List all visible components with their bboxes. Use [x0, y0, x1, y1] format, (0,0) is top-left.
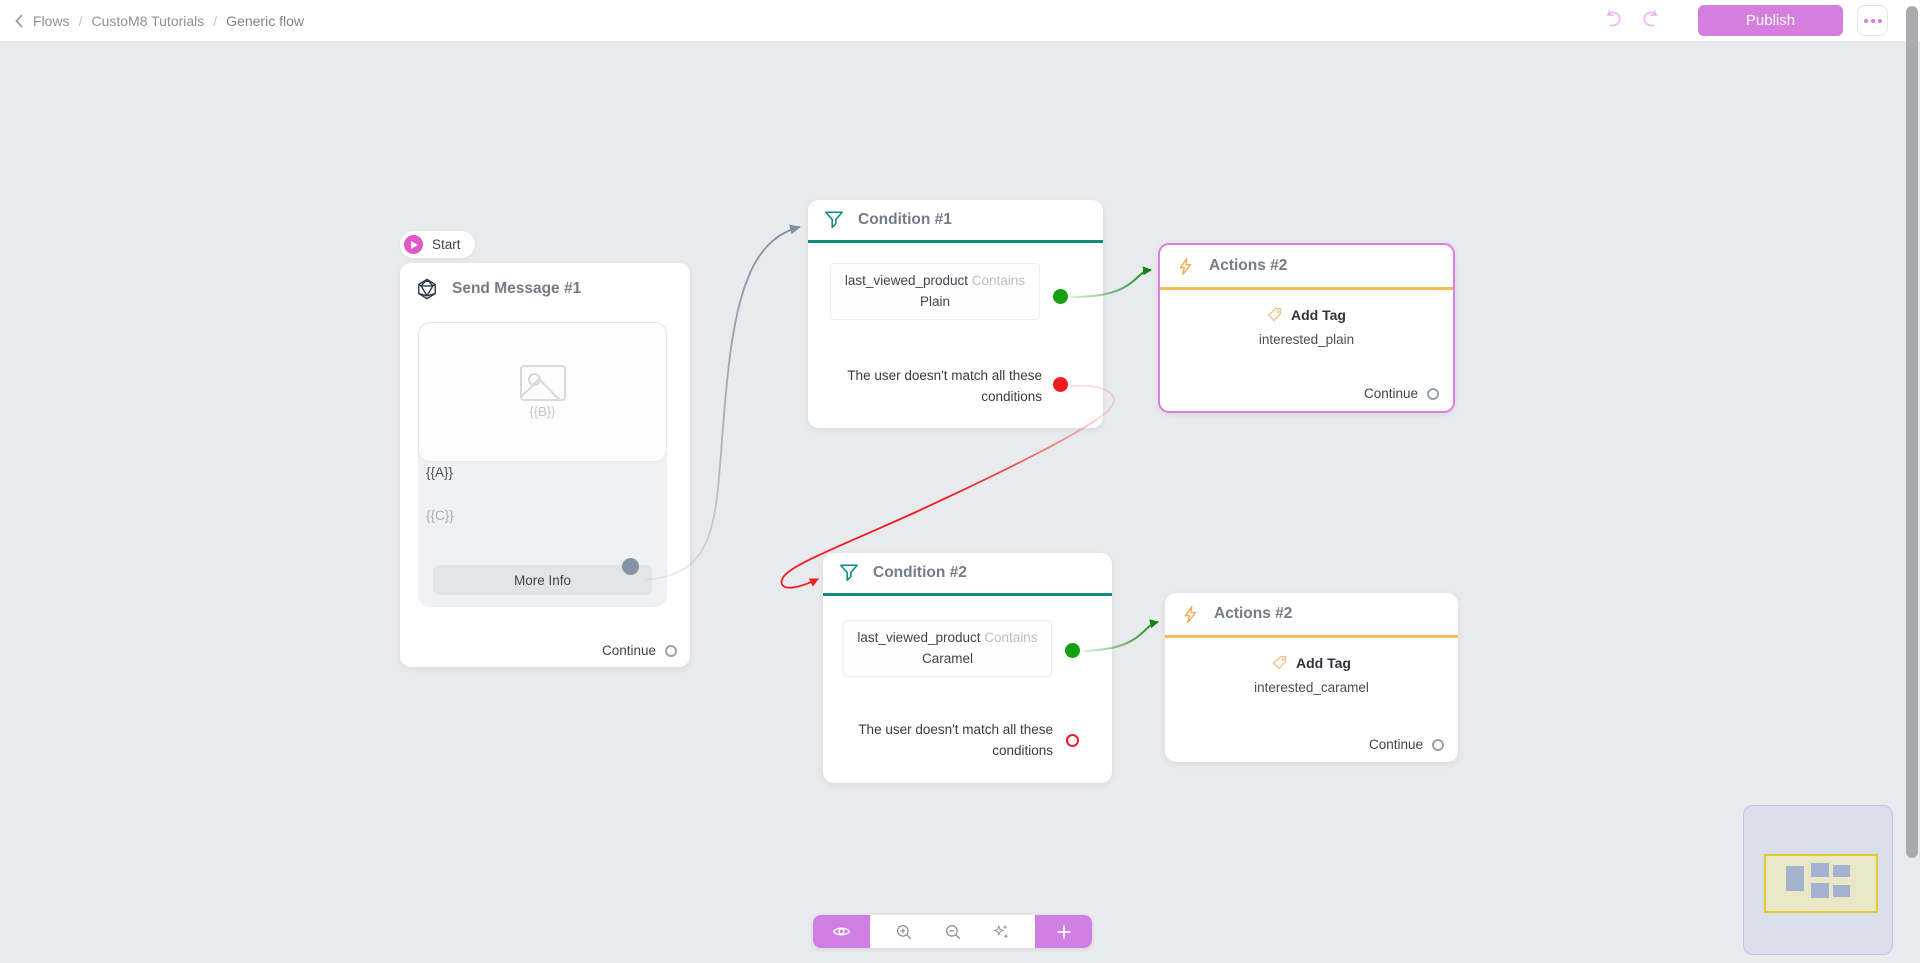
tag-value: interested_caramel	[1254, 680, 1369, 695]
vertical-scrollbar[interactable]	[1906, 6, 1918, 858]
no-match-text: The user doesn't match all these conditi…	[858, 722, 1053, 758]
filter-icon	[840, 564, 858, 582]
zoom-in-button[interactable]	[890, 918, 918, 946]
condition-rule[interactable]: last_viewed_product Contains Plain	[830, 263, 1040, 320]
node-title: Send Message #1	[452, 280, 582, 297]
continue-label: Continue	[1368, 737, 1423, 752]
plus-icon	[1057, 925, 1070, 938]
breadcrumb-separator: /	[78, 13, 83, 29]
canvas-toolbar	[813, 915, 1092, 948]
condition-value: Caramel	[921, 650, 973, 666]
condition-field: last_viewed_product	[857, 629, 981, 645]
condition-value: Plain	[919, 293, 951, 309]
minimap-node	[1833, 865, 1850, 877]
tag-icon	[1272, 655, 1287, 670]
lightning-icon	[1184, 605, 1197, 623]
no-match-port-empty[interactable]	[1066, 734, 1079, 747]
breadcrumb-separator: /	[213, 13, 218, 29]
node-actions-plain[interactable]: Actions #2 Add Tag interested_plain Cont…	[1158, 243, 1455, 413]
play-icon	[404, 235, 423, 254]
minimap-node	[1811, 863, 1829, 877]
action-label: Add Tag	[1291, 307, 1346, 323]
match-port-connected[interactable]	[1053, 289, 1068, 304]
tag-icon	[1267, 307, 1282, 322]
more-info-button[interactable]: More Info	[433, 565, 652, 595]
add-node-button[interactable]	[1035, 915, 1092, 948]
breadcrumb: Flows / CustoM8 Tutorials / Generic flow	[14, 0, 304, 42]
more-info-connector-dot[interactable]	[622, 558, 639, 575]
no-match-text: The user doesn't match all these conditi…	[847, 368, 1042, 404]
redo-icon	[1643, 10, 1658, 27]
breadcrumb-folder[interactable]: CustoM8 Tutorials	[91, 13, 205, 29]
node-actions-caramel[interactable]: Actions #2 Add Tag interested_caramel Co…	[1165, 593, 1458, 762]
ellipsis-icon	[1863, 18, 1868, 23]
node-condition-2[interactable]: Condition #2 last_viewed_product Contain…	[823, 553, 1112, 783]
condition-field: last_viewed_product	[844, 272, 968, 288]
continue-port[interactable]	[1427, 387, 1439, 400]
node-title: Condition #2	[873, 564, 967, 581]
actions-header: Actions #2	[1165, 593, 1458, 638]
top-bar: Flows / CustoM8 Tutorials / Generic flow…	[0, 0, 1920, 42]
continue-port[interactable]	[1432, 738, 1444, 751]
zoom-in-icon	[897, 924, 912, 939]
send-message-header: Send Message #1	[400, 263, 690, 315]
no-match-port-connected[interactable]	[1053, 377, 1068, 392]
back-button[interactable]	[14, 13, 24, 29]
condition-operator: Contains	[971, 272, 1026, 288]
start-pill[interactable]: Start	[400, 231, 475, 258]
image-placeholder[interactable]: {{B}}	[418, 322, 667, 462]
breadcrumb-flow-name[interactable]: Generic flow	[226, 13, 304, 29]
condition-2-header: Condition #2	[823, 553, 1112, 596]
tag-value: interested_plain	[1258, 332, 1355, 347]
image-variable: {{B}}	[529, 404, 556, 419]
undo-button[interactable]	[1603, 9, 1625, 31]
minimap[interactable]	[1743, 805, 1893, 955]
node-title: Condition #1	[858, 211, 952, 228]
zoom-out-icon	[945, 924, 960, 939]
continue-label: Continue	[601, 643, 656, 658]
undo-icon	[1606, 10, 1621, 27]
actions-header: Actions #2	[1160, 245, 1453, 290]
start-label: Start	[432, 237, 461, 252]
filter-icon	[825, 211, 843, 229]
more-options-button[interactable]	[1857, 5, 1888, 36]
action-label: Add Tag	[1296, 655, 1351, 671]
minimap-node	[1833, 885, 1850, 897]
condition-operator: Contains	[984, 629, 1038, 645]
auto-arrange-button[interactable]	[987, 918, 1015, 946]
breadcrumb-flows[interactable]: Flows	[33, 13, 70, 29]
zoom-out-button[interactable]	[939, 918, 967, 946]
minimap-node	[1786, 866, 1804, 891]
image-icon	[519, 365, 566, 401]
condition-rule[interactable]: last_viewed_product Contains Caramel	[843, 620, 1052, 677]
redo-button[interactable]	[1641, 9, 1663, 31]
publish-button[interactable]: Publish	[1698, 5, 1843, 36]
minimap-node	[1811, 883, 1829, 898]
chevron-left-icon	[15, 14, 23, 28]
message-text-a[interactable]: {{A}}	[426, 465, 454, 480]
match-port-connected[interactable]	[1065, 643, 1080, 658]
message-text-c[interactable]: {{C}}	[426, 508, 454, 523]
condition-1-header: Condition #1	[808, 200, 1103, 243]
continue-label: Continue	[1363, 386, 1418, 401]
node-title: Actions #2	[1214, 605, 1293, 622]
flow-canvas[interactable]	[0, 42, 1920, 963]
sparkles-icon	[993, 924, 1008, 938]
message-bubble: {{B}} {{A}} {{C}} More Info	[418, 322, 667, 607]
node-title: Actions #2	[1209, 257, 1288, 274]
node-condition-1[interactable]: Condition #1 last_viewed_product Contain…	[808, 200, 1103, 428]
eye-icon	[832, 927, 851, 936]
node-send-message[interactable]: Send Message #1 {{B}} {{A}} {{C}} More I…	[400, 263, 690, 667]
continue-port[interactable]	[665, 644, 677, 657]
lightning-icon	[1179, 257, 1192, 275]
icosahedron-icon	[418, 278, 436, 300]
preview-button[interactable]	[813, 915, 870, 948]
